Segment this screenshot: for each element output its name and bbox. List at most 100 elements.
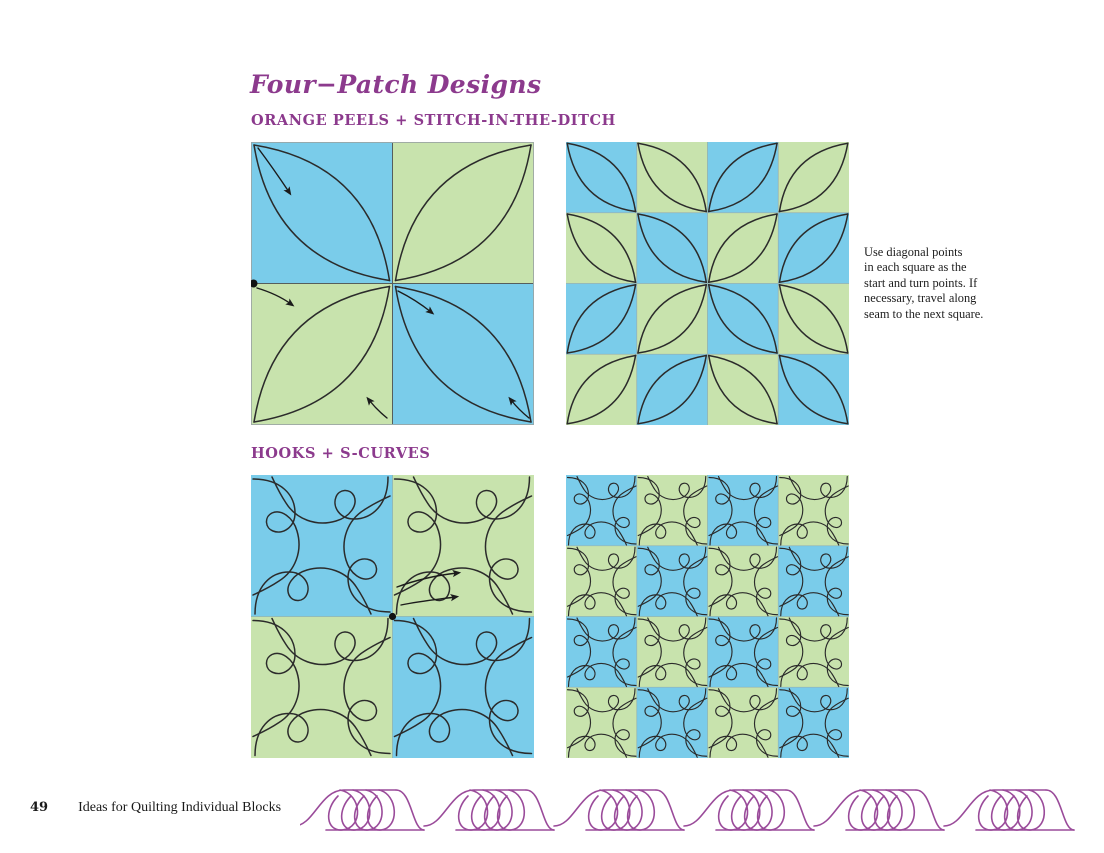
quilt-patch xyxy=(707,616,779,688)
orange-peel-arc xyxy=(778,142,849,213)
side-note-line: necessary, travel along xyxy=(864,291,977,306)
ornament-plume-loop xyxy=(1016,789,1046,831)
start-point-dot xyxy=(251,279,258,288)
quilt-patch xyxy=(636,142,708,213)
orange-peel-arc xyxy=(778,213,849,284)
seam-lines xyxy=(566,475,849,758)
ornament-plume-loop xyxy=(613,789,643,831)
ornament-plume-loop xyxy=(353,789,383,831)
ornament-plume-loop xyxy=(626,789,656,831)
ornament-plume-loop xyxy=(756,789,786,831)
orange-peel-arc xyxy=(637,213,708,284)
ornament-plume-loop xyxy=(847,789,879,831)
ornament-swoop xyxy=(655,789,685,831)
ornament-plume-loop xyxy=(717,789,749,831)
orange-peel-arc xyxy=(778,283,849,354)
stitch-direction-arrows xyxy=(256,147,530,419)
quilt-patch xyxy=(778,475,849,546)
page-footer: 49 Ideas for Quilting Individual Blocks xyxy=(30,800,281,816)
orange-peel-arc xyxy=(566,213,637,284)
orange-peel-arc xyxy=(637,142,708,213)
ornament-swoop xyxy=(395,789,425,831)
orange-peel-arc xyxy=(707,142,778,213)
ornament-plume-loop xyxy=(977,789,1009,831)
diagram-orange-peel-sixteen-patch xyxy=(566,142,849,425)
orange-peel-arc xyxy=(707,283,778,354)
quilt-patch xyxy=(566,142,637,213)
quilt-patch xyxy=(707,354,779,425)
ornament-plume-loop xyxy=(860,789,891,831)
ornament-plume-loop xyxy=(483,789,513,831)
diagram-hooks-sixteen-patch xyxy=(566,475,849,758)
orange-peel-arc xyxy=(637,354,708,425)
orange-peel-arc xyxy=(778,354,849,425)
orange-peel-arc xyxy=(566,283,637,354)
ornament-swoop xyxy=(1045,789,1075,831)
fabric-patches xyxy=(251,475,534,758)
ornament-plume-loop xyxy=(886,789,916,831)
side-note-line: in each square as the xyxy=(864,260,967,275)
ornament-spine xyxy=(423,789,527,827)
section-heading-orange-peels: ORANGE PEELS + STITCH-IN-THE-DITCH xyxy=(251,112,616,129)
side-note-line: start and turn points. If xyxy=(864,275,978,290)
orange-peel-arc xyxy=(566,142,637,213)
orange-peel-arc xyxy=(778,213,849,284)
quilt-patch xyxy=(778,545,849,617)
ornament-spine xyxy=(300,789,397,826)
ornament-swoop xyxy=(785,789,815,831)
orange-peel-arc xyxy=(566,354,637,425)
quilt-patch xyxy=(778,687,849,758)
diagram-hooks-four-patch xyxy=(251,475,534,758)
quilt-patch xyxy=(707,687,779,758)
orange-peel-curves xyxy=(566,142,849,425)
ornament-plume-loop xyxy=(340,789,371,831)
quilt-patch xyxy=(778,354,849,425)
ornament-plume-loop xyxy=(873,789,903,831)
side-note-line: Use diagonal points xyxy=(864,245,963,259)
quilt-patch xyxy=(636,475,708,546)
ornament-swoop xyxy=(915,789,945,831)
side-note: Use diagonal points in each square as th… xyxy=(864,245,1014,322)
fabric-patches xyxy=(566,142,849,425)
orange-peel-arc xyxy=(637,283,708,354)
quilt-patch xyxy=(707,142,779,213)
ornament-plume-loop xyxy=(457,789,489,831)
orange-peel-arc xyxy=(566,142,637,213)
footer-page-number: 49 xyxy=(30,800,49,815)
orange-peel-arc xyxy=(566,354,637,425)
quilt-patch xyxy=(566,616,637,688)
quilt-patch xyxy=(566,354,637,425)
quilt-patch xyxy=(636,545,708,617)
quilt-patch xyxy=(636,212,708,284)
ornament-plume-loop xyxy=(470,789,501,831)
fabric-patches xyxy=(251,142,534,425)
orange-peel-arc xyxy=(707,213,778,284)
diagram-orange-peel-four-patch xyxy=(251,142,534,425)
quilt-patch xyxy=(566,283,637,355)
orange-peel-arc xyxy=(778,142,849,213)
orange-peel-arc xyxy=(637,283,708,354)
ornament-spine xyxy=(943,789,1047,827)
quilt-patch xyxy=(566,475,637,546)
footer-running-head: Ideas for Quilting Individual Blocks xyxy=(78,800,282,815)
quilt-patch xyxy=(636,283,708,355)
quilt-patch xyxy=(707,212,779,284)
ornament-plume-loop xyxy=(366,789,396,831)
orange-peel-arc xyxy=(566,283,637,354)
quilt-patch xyxy=(778,616,849,688)
ornament-swoop xyxy=(525,789,555,831)
seam-lines xyxy=(251,142,534,425)
ornament-plume-loop xyxy=(327,789,359,831)
quilt-patch xyxy=(566,687,637,758)
orange-peel-arc xyxy=(707,283,778,354)
orange-peel-arc xyxy=(637,142,708,213)
orange-peel-arc xyxy=(707,213,778,284)
orange-peel-arc xyxy=(707,354,778,425)
quilt-patch xyxy=(707,545,779,617)
orange-peel-arc xyxy=(637,354,708,425)
orange-peel-arc xyxy=(566,213,637,284)
quilt-patch xyxy=(778,212,849,284)
ornament-spine xyxy=(553,789,657,827)
ornament-spine xyxy=(813,789,917,827)
